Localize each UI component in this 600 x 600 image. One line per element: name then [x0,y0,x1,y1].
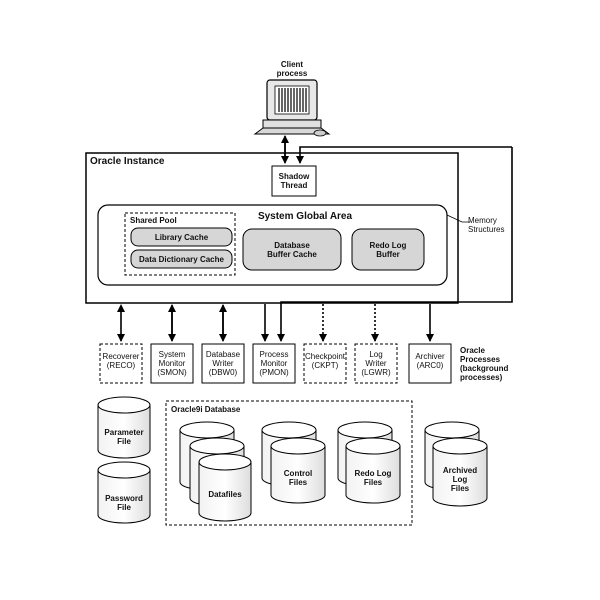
process-label-lgwr: Log Writer (LGWR) [361,350,391,377]
shared-pool-title: Shared Pool [130,216,177,225]
shadow-thread-label: Shadow Thread [278,172,310,190]
control-files-cylinders [261,421,326,504]
redo-log-buffer-box [351,228,425,271]
redo-log-buffer-label: Redo Log Buffer [369,241,407,259]
process-label-ckpt: Checkpoint (CKPT) [304,352,346,370]
ckpt-box [303,343,347,384]
sga-title: System Global Area [257,211,353,222]
redo-log-files-cylinders [337,421,401,504]
client-process-label: Client process [276,60,308,78]
parameter-file-label: Parameter File [104,428,144,446]
smon-box [150,343,194,384]
library-cache-label: Library Cache [154,233,209,242]
memory-structures-pointer [446,214,470,223]
process-label-smon: System Monitor (SMON) [157,350,187,377]
datafiles-label: Datafiles [208,490,242,499]
arc0-box [408,343,452,384]
data-dictionary-cache-box [130,249,233,269]
control-files-label: Control Files [283,469,313,487]
oracle-database-box [165,400,413,526]
reco-box [99,343,143,384]
oracle-instance-box [85,152,459,304]
database-buffer-cache-box [242,228,342,271]
shadow-thread-box [271,165,317,197]
data-dictionary-cache-label: Data Dictionary Cache [139,255,224,264]
dbw0-box [201,343,245,384]
oracle-processes-caption: Oracle Processes (background processes) [460,346,509,382]
library-cache-box [130,227,233,247]
process-label-dbw0: Database Writer (DBW0) [205,350,241,377]
oracle-instance-title: Oracle Instance [90,156,165,167]
process-label-pmon: Process Monitor (PMON) [259,350,289,377]
password-file-cylinder [97,461,151,524]
password-file-label: Password File [105,494,143,512]
connector-arrows [117,135,513,342]
oracle-database-title: Oracle9i Database [171,405,241,414]
parameter-file-cylinder [97,396,151,459]
archived-log-files-label: Archived Log Files [442,466,478,493]
pmon-box [252,343,296,384]
lgwr-box [354,343,398,384]
process-label-reco: Recoverer (RECO) [102,352,140,370]
client-computer-icon [253,79,331,137]
memory-structures-label: Memory Structures [468,216,505,234]
process-boxes [99,343,452,384]
process-label-arc0: Archiver (ARC0) [415,352,445,370]
database-buffer-cache-label: Database Buffer Cache [267,241,317,259]
shared-pool-box [124,212,236,276]
datafiles-cylinders [179,421,252,522]
archived-log-files-cylinders [424,421,488,507]
redo-log-files-label: Redo Log Files [354,469,392,487]
